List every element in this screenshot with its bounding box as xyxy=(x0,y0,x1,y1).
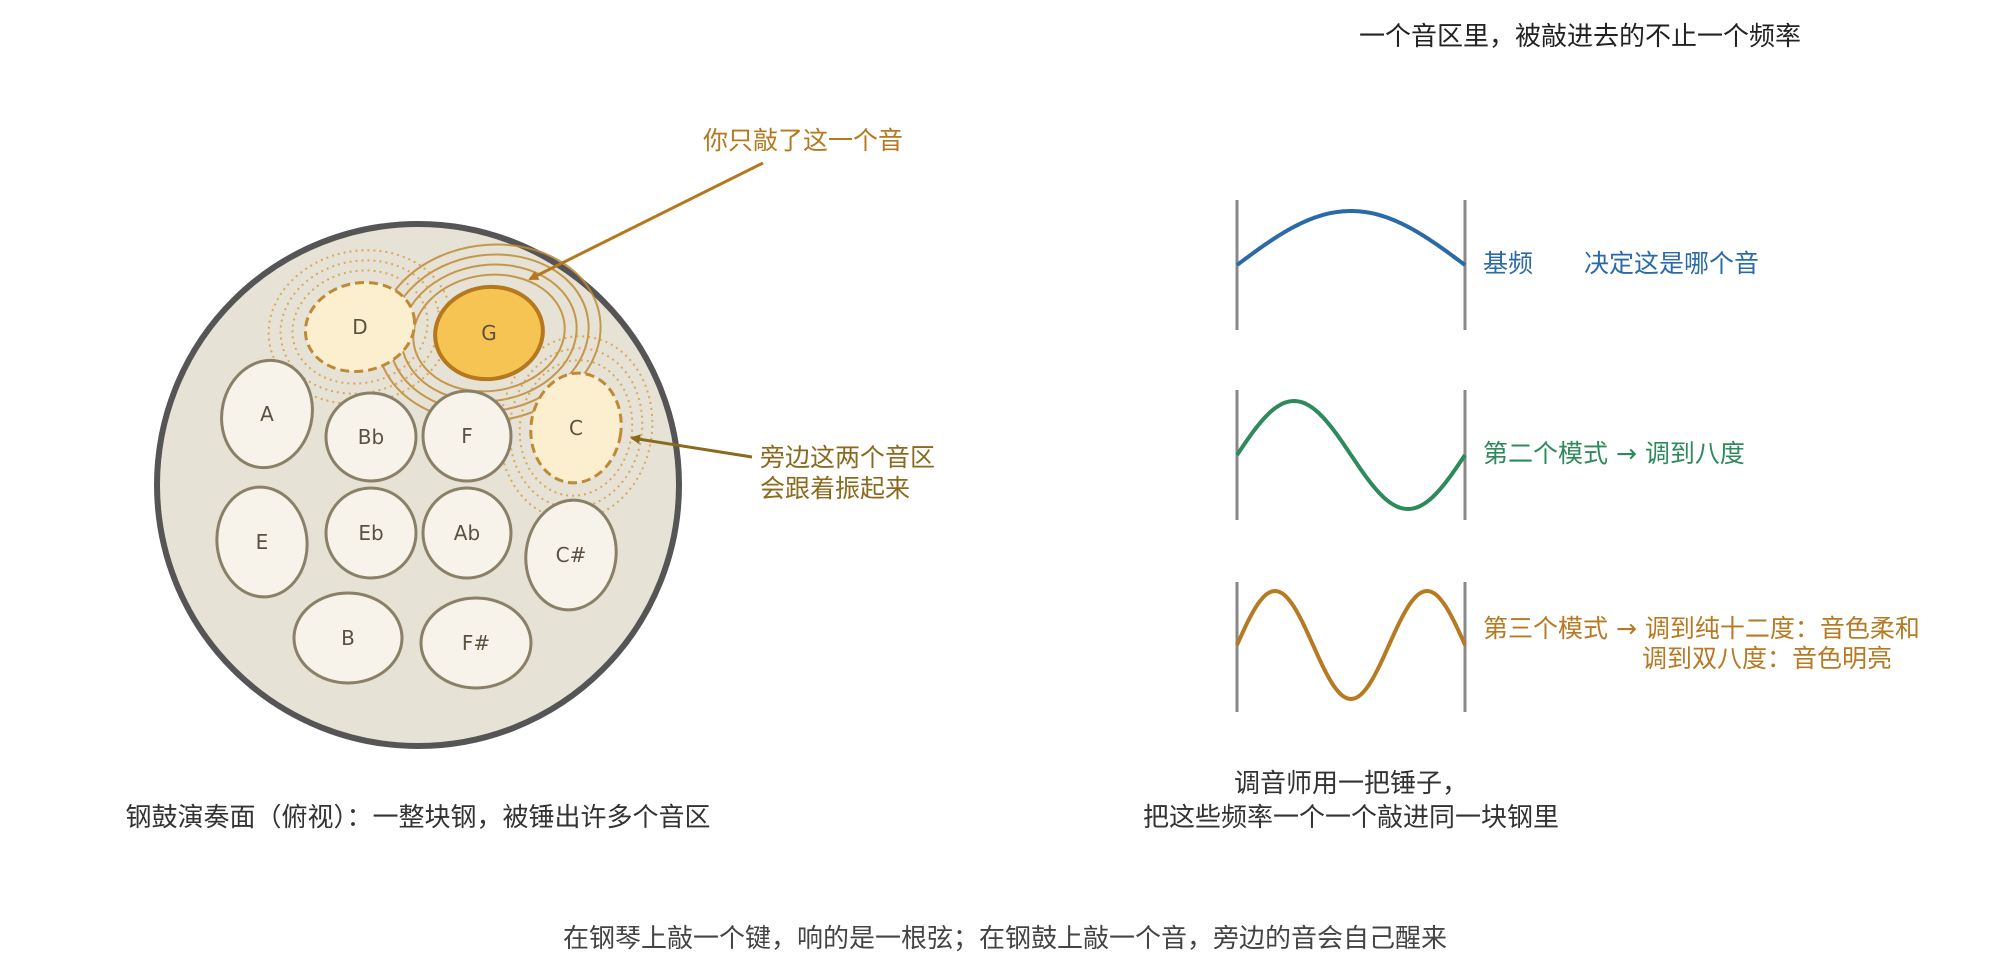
struck-arrow xyxy=(528,161,764,281)
note-label: D xyxy=(352,315,367,339)
note-pad-ab[interactable]: Ab xyxy=(421,486,513,580)
note-label: B xyxy=(341,626,355,650)
note-label: E xyxy=(256,530,269,554)
note-label: F# xyxy=(462,631,490,655)
pan-surface xyxy=(154,221,682,749)
note-pad-f[interactable]: F xyxy=(421,389,513,483)
mode-2-label: 第二个模式 → 调到八度 xyxy=(1483,439,1745,468)
top-title: 一个音区里，被敲进去的不止一个频率 xyxy=(1359,22,1801,52)
mode-3-label: 第三个模式 → 调到纯十二度：音色柔和 xyxy=(1483,614,1920,643)
note-label: C xyxy=(569,416,583,440)
tuner-caption-line1: 调音师用一把锤子， xyxy=(1234,769,1468,799)
steel-pan: D G A Bb F C E Eb xyxy=(154,221,682,749)
note-pad-fsharp[interactable]: F# xyxy=(419,596,533,690)
note-label: C# xyxy=(556,543,587,567)
mode-3-wave xyxy=(1235,588,1467,702)
note-pad-g[interactable]: G xyxy=(429,280,549,386)
note-pad-b[interactable]: B xyxy=(292,591,404,685)
note-label: Bb xyxy=(358,425,384,449)
tuner-caption-line2: 把这些频率一个一个敲进同一块钢里 xyxy=(1143,803,1559,833)
mode-2-wave xyxy=(1235,398,1467,512)
neighbor-annotation-line2: 会跟着振起来 xyxy=(760,474,910,503)
modes-panel: 基频 决定这是哪个音 第二个模式 → 调到八度 第三个模式 → 调到纯十二度：音… xyxy=(1235,200,1920,712)
note-pad-e[interactable]: E xyxy=(211,483,312,602)
struck-annotation: 你只敲了这一个音 xyxy=(703,126,903,155)
neighbor-arrow xyxy=(630,434,753,459)
mode-1-desc: 决定这是哪个音 xyxy=(1584,249,1759,278)
note-pad-eb[interactable]: Eb xyxy=(324,486,418,580)
mode-3-desc: 调到双八度：音色明亮 xyxy=(1642,644,1892,673)
note-pad-c[interactable]: C xyxy=(524,367,628,488)
note-label: Eb xyxy=(358,521,383,545)
drum-caption: 钢鼓演奏面（俯视）：一整块钢，被锤出许多个音区 xyxy=(125,803,710,833)
note-pad-a[interactable]: A xyxy=(212,352,322,476)
mode-1-wave xyxy=(1235,209,1467,267)
neighbor-annotation-line1: 旁边这两个音区 xyxy=(760,443,935,472)
note-label: A xyxy=(260,402,274,426)
note-label: F xyxy=(461,424,473,448)
note-pad-d[interactable]: D xyxy=(297,273,423,382)
note-label: Ab xyxy=(454,521,480,545)
mode-1-label: 基频 xyxy=(1483,249,1533,278)
note-pad-csharp[interactable]: C# xyxy=(519,494,623,615)
footer-caption: 在钢琴上敲一个键，响的是一根弦；在钢鼓上敲一个音，旁边的音会自己醒来 xyxy=(563,924,1447,954)
note-pad-bb[interactable]: Bb xyxy=(324,391,418,483)
note-label: G xyxy=(481,321,497,345)
